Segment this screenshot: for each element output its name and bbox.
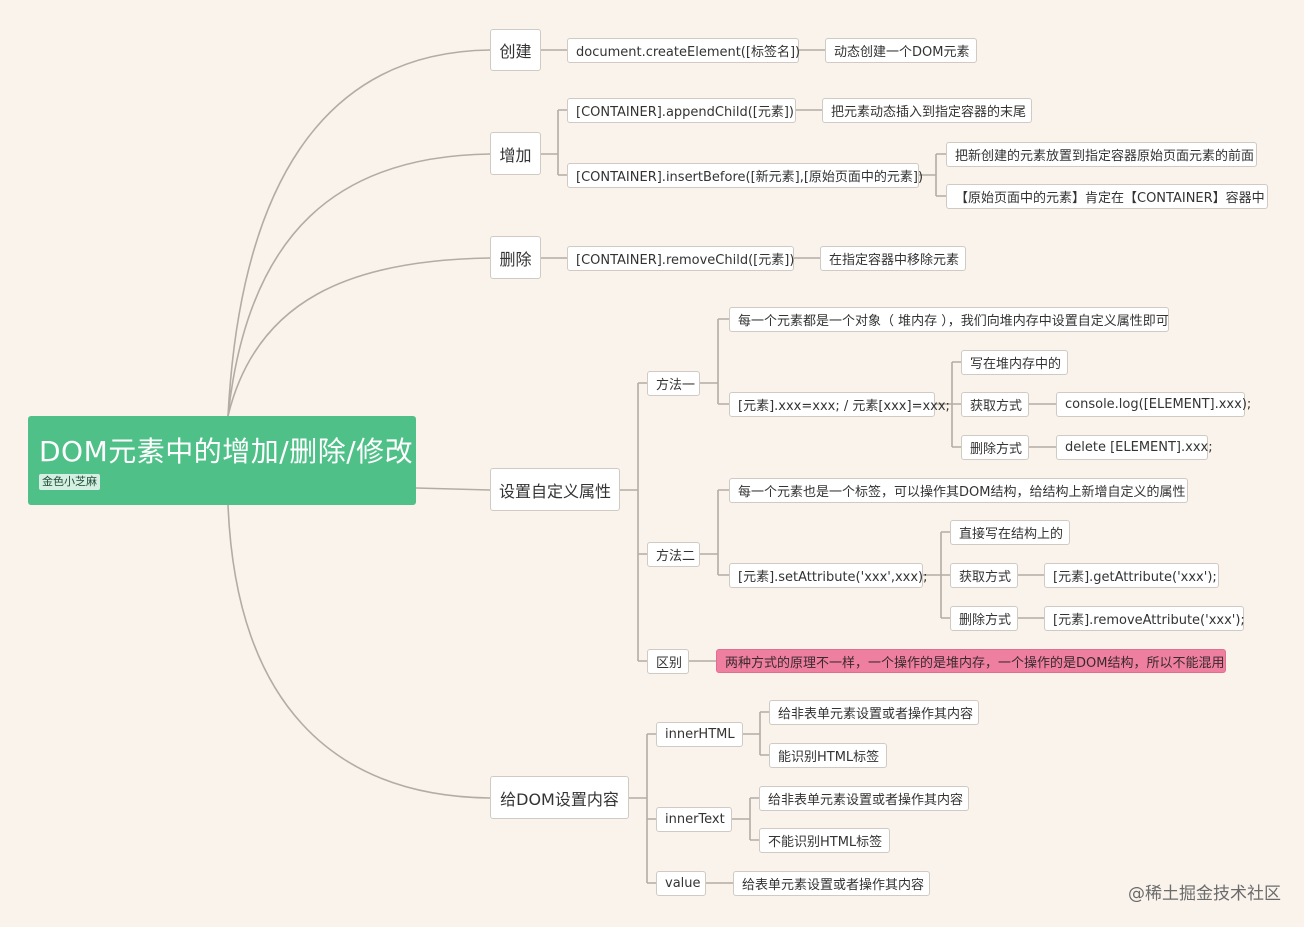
subtopic-method-two[interactable]: 方法二 xyxy=(647,542,700,567)
topic-create[interactable]: 创建 xyxy=(490,29,541,71)
topic-set-content[interactable]: 给DOM设置内容 xyxy=(490,776,629,819)
label-method-one-get[interactable]: 获取方式 xyxy=(961,392,1029,417)
subtopic-method-one[interactable]: 方法一 xyxy=(647,371,700,396)
link-root-custom xyxy=(415,487,491,491)
note-innerhtml-1[interactable]: 给非表单元素设置或者操作其内容 xyxy=(769,700,979,725)
note-method-two-write[interactable]: 直接写在结构上的 xyxy=(950,520,1070,545)
note-innertext-1[interactable]: 给非表单元素设置或者操作其内容 xyxy=(759,786,969,811)
note-insert-before-2[interactable]: 【原始页面中的元素】肯定在【CONTAINER】容器中 xyxy=(946,184,1268,209)
topic-remove[interactable]: 删除 xyxy=(490,236,541,279)
note-value[interactable]: 给表单元素设置或者操作其内容 xyxy=(733,871,930,896)
link-root-content xyxy=(227,504,491,799)
note-append-child[interactable]: 把元素动态插入到指定容器的末尾 xyxy=(822,98,1032,123)
link-root-remove xyxy=(227,257,491,417)
code-method-one-delete[interactable]: delete [ELEMENT].xxx; xyxy=(1056,435,1213,460)
root-label-tag: 金色小芝麻 xyxy=(39,474,100,490)
subtopic-value[interactable]: value xyxy=(656,871,706,896)
note-innerhtml-2[interactable]: 能识别HTML标签 xyxy=(769,743,887,768)
subtopic-create-element[interactable]: document.createElement([标签名]) xyxy=(567,38,800,63)
root-topic[interactable]: DOM元素中的增加/删除/修改 金色小芝麻 xyxy=(28,416,416,505)
highlight-difference-note[interactable]: 两种方式的原理不一样，一个操作的是堆内存，一个操作的是DOM结构，所以不能混用 xyxy=(716,649,1226,673)
code-method-two-delete[interactable]: [元素].removeAttribute('xxx'); xyxy=(1044,606,1245,631)
topic-custom-attribute[interactable]: 设置自定义属性 xyxy=(490,468,620,511)
note-create-element[interactable]: 动态创建一个DOM元素 xyxy=(825,38,977,63)
link-root-create xyxy=(227,49,491,417)
label-method-two-get[interactable]: 获取方式 xyxy=(950,563,1018,588)
subtopic-remove-child[interactable]: [CONTAINER].removeChild([元素]) xyxy=(567,246,794,271)
note-innertext-2[interactable]: 不能识别HTML标签 xyxy=(759,828,890,853)
subtopic-append-child[interactable]: [CONTAINER].appendChild([元素]) xyxy=(567,98,796,123)
code-method-two[interactable]: [元素].setAttribute('xxx',xxx); xyxy=(729,563,928,588)
note-method-one-desc[interactable]: 每一个元素都是一个对象（ 堆内存 ），我们向堆内存中设置自定义属性即可 xyxy=(729,307,1169,332)
watermark-text: @稀土掘金技术社区 xyxy=(1128,884,1281,904)
note-method-two-desc[interactable]: 每一个元素也是一个标签，可以操作其DOM结构，给结构上新增自定义的属性 xyxy=(729,478,1188,503)
subtopic-innerhtml[interactable]: innerHTML xyxy=(656,722,743,747)
subtopic-innertext[interactable]: innerText xyxy=(656,807,732,832)
root-title: DOM元素中的增加/删除/修改 xyxy=(39,435,414,468)
note-remove-child[interactable]: 在指定容器中移除元素 xyxy=(820,246,966,271)
link-root-add xyxy=(227,153,491,417)
code-method-one-get[interactable]: console.log([ELEMENT].xxx); xyxy=(1056,392,1251,417)
subtopic-difference[interactable]: 区别 xyxy=(647,649,689,674)
note-method-one-write[interactable]: 写在堆内存中的 xyxy=(961,350,1068,375)
note-insert-before-1[interactable]: 把新创建的元素放置到指定容器原始页面元素的前面 xyxy=(946,142,1257,167)
subtopic-insert-before[interactable]: [CONTAINER].insertBefore([新元素],[原始页面中的元素… xyxy=(567,163,923,188)
topic-add[interactable]: 增加 xyxy=(490,132,541,175)
code-method-one[interactable]: [元素].xxx=xxx; / 元素[xxx]=xxx; xyxy=(729,392,950,417)
code-method-two-get[interactable]: [元素].getAttribute('xxx'); xyxy=(1044,563,1219,588)
label-method-two-delete[interactable]: 删除方式 xyxy=(950,606,1018,631)
label-method-one-delete[interactable]: 删除方式 xyxy=(961,435,1029,460)
